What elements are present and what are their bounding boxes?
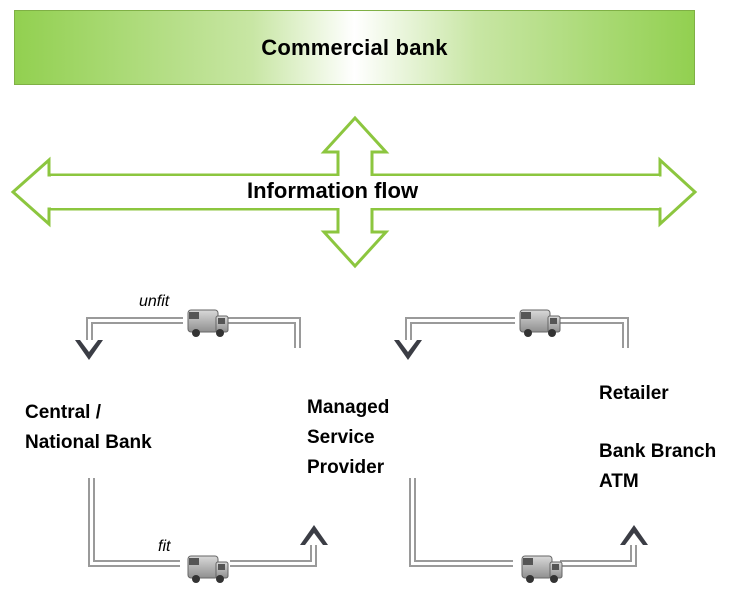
arrow-icon — [620, 525, 648, 545]
commercial-bank-banner: Commercial bank — [14, 10, 695, 85]
central-bank-node: Central / National Bank — [25, 398, 152, 458]
retailer-line1: Retailer — [599, 383, 669, 404]
arrow-icon — [394, 340, 422, 360]
arrow-icon — [75, 340, 103, 360]
fit-delivery-path — [88, 478, 317, 567]
information-flow-band-mask — [51, 176, 659, 208]
retailer-node: Retailer Bank Branch ATM — [599, 379, 716, 497]
retailer-line3: ATM — [599, 471, 639, 492]
banner-title: Commercial bank — [261, 34, 448, 60]
retailer-delivery-path — [409, 478, 637, 567]
information-flow-label: Information flow — [247, 178, 419, 203]
armored-truck-icon — [187, 555, 229, 584]
unfit-label: unfit — [139, 293, 170, 310]
fit-label: fit — [158, 538, 171, 555]
msp-line2: Service — [307, 427, 375, 448]
msp-line1: Managed — [307, 397, 390, 418]
central-bank-line2: National Bank — [25, 432, 152, 453]
unfit-return-path — [86, 317, 301, 348]
central-bank-line1: Central / — [25, 402, 102, 423]
msp-line3: Provider — [307, 457, 385, 478]
armored-truck-icon — [187, 309, 229, 338]
armored-truck-icon — [519, 309, 561, 338]
arrow-icon — [300, 525, 328, 545]
armored-truck-icon — [521, 555, 563, 584]
msp-node: Managed Service Provider — [307, 393, 389, 483]
retailer-line2: Bank Branch — [599, 441, 717, 462]
retailer-return-path — [405, 317, 629, 348]
